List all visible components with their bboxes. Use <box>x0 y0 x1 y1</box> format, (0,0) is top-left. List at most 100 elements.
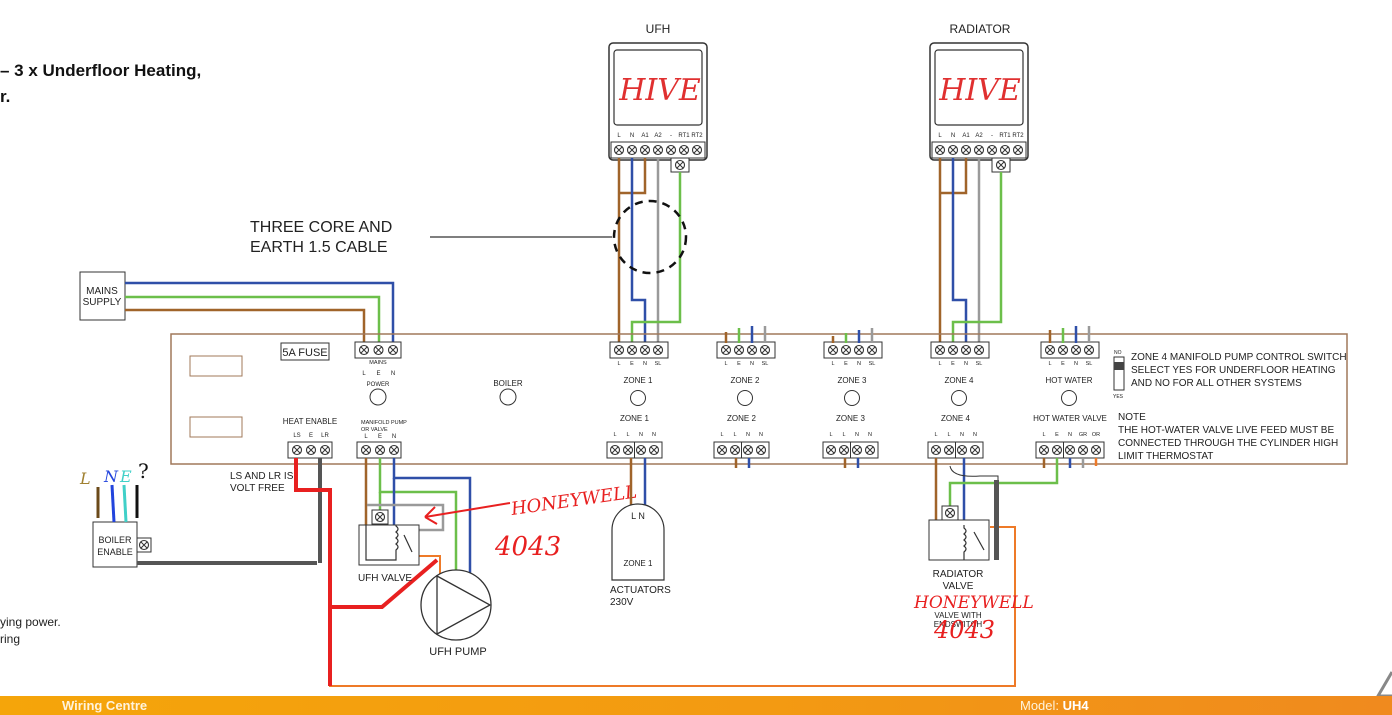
thermostat-radiator-heading: RADIATOR <box>950 22 1011 36</box>
terminal-label: N <box>391 371 395 377</box>
terminal-screw <box>759 344 771 356</box>
terminal-label: A1 <box>962 133 970 139</box>
zone-indicator <box>951 390 967 406</box>
terminal-screw <box>373 344 384 356</box>
terminal-screw <box>360 444 372 456</box>
terminal-label: E <box>951 361 955 367</box>
handwritten-honeywell-radiator: HONEYWELL 4043 <box>913 593 1034 644</box>
terminal-label: N <box>652 432 656 438</box>
svg-text:VALVE WITH: VALVE WITH <box>934 611 981 620</box>
terminal-label: L <box>1048 361 1051 367</box>
terminal-screw <box>1083 344 1095 356</box>
zone-indicator <box>737 390 753 406</box>
terminal-label: E <box>376 371 380 377</box>
terminal-screw <box>652 144 664 156</box>
terminal-screw <box>720 344 732 356</box>
zone-label: HOT WATER VALVE <box>1033 414 1107 423</box>
radiator-thermostat-wires <box>938 158 1003 343</box>
terminal-label: L <box>829 432 832 438</box>
boiler-enable: BOILER ENABLE L N E ? <box>79 459 152 568</box>
terminal-screw <box>934 144 946 156</box>
terminal-screw <box>1077 444 1089 456</box>
svg-text:THE HOT-WATER VALVE LIVE FEED: THE HOT-WATER VALVE LIVE FEED MUST BE <box>1118 425 1334 436</box>
terminal-label: N <box>392 434 396 440</box>
terminal-screw <box>947 344 959 356</box>
zone-wire-stubs <box>724 326 1098 468</box>
terminal-screw <box>613 344 625 356</box>
terminal-screw <box>609 444 621 456</box>
terminal-screw <box>851 444 863 456</box>
thermostat-ufh-heading: UFH <box>646 22 671 36</box>
terminal-screw <box>864 444 876 456</box>
terminal-screw <box>626 144 638 156</box>
terminal-label: A2 <box>654 133 662 139</box>
terminal-label: L <box>1042 432 1045 438</box>
terminal-screw <box>973 144 985 156</box>
terminal-label: GR <box>1079 432 1087 438</box>
terminal-screw <box>1038 444 1050 456</box>
svg-text:AND NO FOR ALL OTHER SYSTEMS: AND NO FOR ALL OTHER SYSTEMS <box>1131 378 1302 389</box>
terminal-label: SL <box>762 361 769 367</box>
terminal-screw <box>1057 344 1069 356</box>
svg-text:ACTUATORS: ACTUATORS <box>610 585 671 596</box>
ufh-valve: UFH VALVE <box>358 509 420 584</box>
terminal-screw <box>973 344 985 356</box>
switch-instructions: ZONE 4 MANIFOLD PUMP CONTROL SWITCH SELE… <box>1131 352 1347 389</box>
terminal-label: SL <box>1086 361 1093 367</box>
svg-text:EARTH 1.5 CABLE: EARTH 1.5 CABLE <box>250 239 388 256</box>
manifold-wires <box>364 458 472 575</box>
terminal-screw <box>387 344 399 356</box>
terminal-screw <box>674 159 686 171</box>
zone-indicator <box>630 390 646 406</box>
mains-supply: MAINS SUPPLY <box>79 271 395 343</box>
terminal-label: N <box>1068 432 1072 438</box>
terminal-label: N <box>855 432 859 438</box>
terminal-label: A2 <box>975 133 983 139</box>
svg-text:NOTE: NOTE <box>1118 412 1146 423</box>
terminal-screw <box>733 344 745 356</box>
terminal-label: N <box>639 432 643 438</box>
footer-title: Wiring Centre <box>62 698 148 713</box>
terminal-screw <box>1070 344 1082 356</box>
svg-text:UFH VALVE: UFH VALVE <box>358 573 412 584</box>
terminal-screw <box>866 344 878 356</box>
terminal-screw <box>827 344 839 356</box>
terminal-label: L <box>842 432 845 438</box>
terminal-screw <box>388 444 400 456</box>
terminal-screw <box>639 144 651 156</box>
zone-label: ZONE 3 <box>836 414 865 423</box>
terminal-screw <box>999 144 1011 156</box>
terminal-screw <box>319 444 331 456</box>
terminal-label: E <box>1061 361 1065 367</box>
svg-text:OR VALVE: OR VALVE <box>361 427 388 433</box>
terminal-screw <box>742 444 754 456</box>
terminal-screw <box>626 344 638 356</box>
terminal-screw <box>934 344 946 356</box>
svg-text:NO: NO <box>1114 350 1122 356</box>
svg-text:BOILER: BOILER <box>493 379 523 388</box>
terminal-screw <box>691 144 703 156</box>
terminal-screw <box>305 444 317 456</box>
power-indicator <box>369 388 387 406</box>
terminal-label: E <box>378 434 382 440</box>
cable-callout: THREE CORE AND EARTH 1.5 CABLE <box>250 199 688 275</box>
svg-text:UFH PUMP: UFH PUMP <box>429 646 486 658</box>
zone4-manifold-switch[interactable]: NO YES <box>1113 350 1125 400</box>
terminal-screw <box>995 159 1007 171</box>
board-window <box>189 416 243 438</box>
terminal-screw <box>956 444 968 456</box>
zone-indicator <box>1061 390 1077 406</box>
terminal-screw <box>716 444 728 456</box>
terminal-label: E <box>309 433 313 439</box>
page-number-mark <box>1375 671 1392 698</box>
svg-text:MAINS: MAINS <box>86 286 118 297</box>
zone-label: ZONE 3 <box>838 376 867 385</box>
terminal-label: - <box>991 133 993 139</box>
